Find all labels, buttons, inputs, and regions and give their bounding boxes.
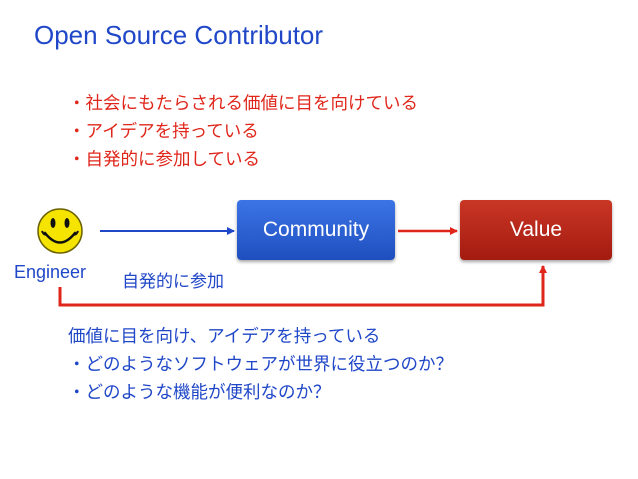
value-box: Value — [460, 200, 612, 260]
value-label: Value — [509, 218, 563, 241]
voluntary-participation-label: 自発的に参加 — [122, 272, 224, 292]
attribute-item: ・自発的に参加している — [68, 150, 260, 170]
attribute-item: ・アイデアを持っている — [68, 122, 259, 142]
value-focus-list: 価値に目を向け、アイデアを持っている ・どのようなソフトウェアが世界に役立つのか… — [68, 323, 453, 407]
value-focus-item: ・どのようなソフトウェアが世界に役立つのか？ — [68, 355, 453, 375]
smiley-face-icon — [37, 208, 83, 254]
community-label: Community — [262, 218, 370, 241]
community-box: Community — [237, 200, 395, 260]
slide-title: Open Source Contributor — [34, 20, 324, 50]
value-focus-item: 価値に目を向け、アイデアを持っている — [68, 327, 381, 347]
engineer-to-value-feedback-arrow — [58, 265, 547, 307]
engineer-label: Engineer — [14, 262, 87, 282]
value-focus-item: ・どのような機能が便利なのか？ — [68, 383, 331, 403]
attribute-list: ・社会にもたらされる価値に目を向けている ・アイデアを持っている ・自発的に参加… — [68, 90, 418, 174]
attribute-item: ・社会にもたらされる価値に目を向けている — [68, 94, 418, 114]
